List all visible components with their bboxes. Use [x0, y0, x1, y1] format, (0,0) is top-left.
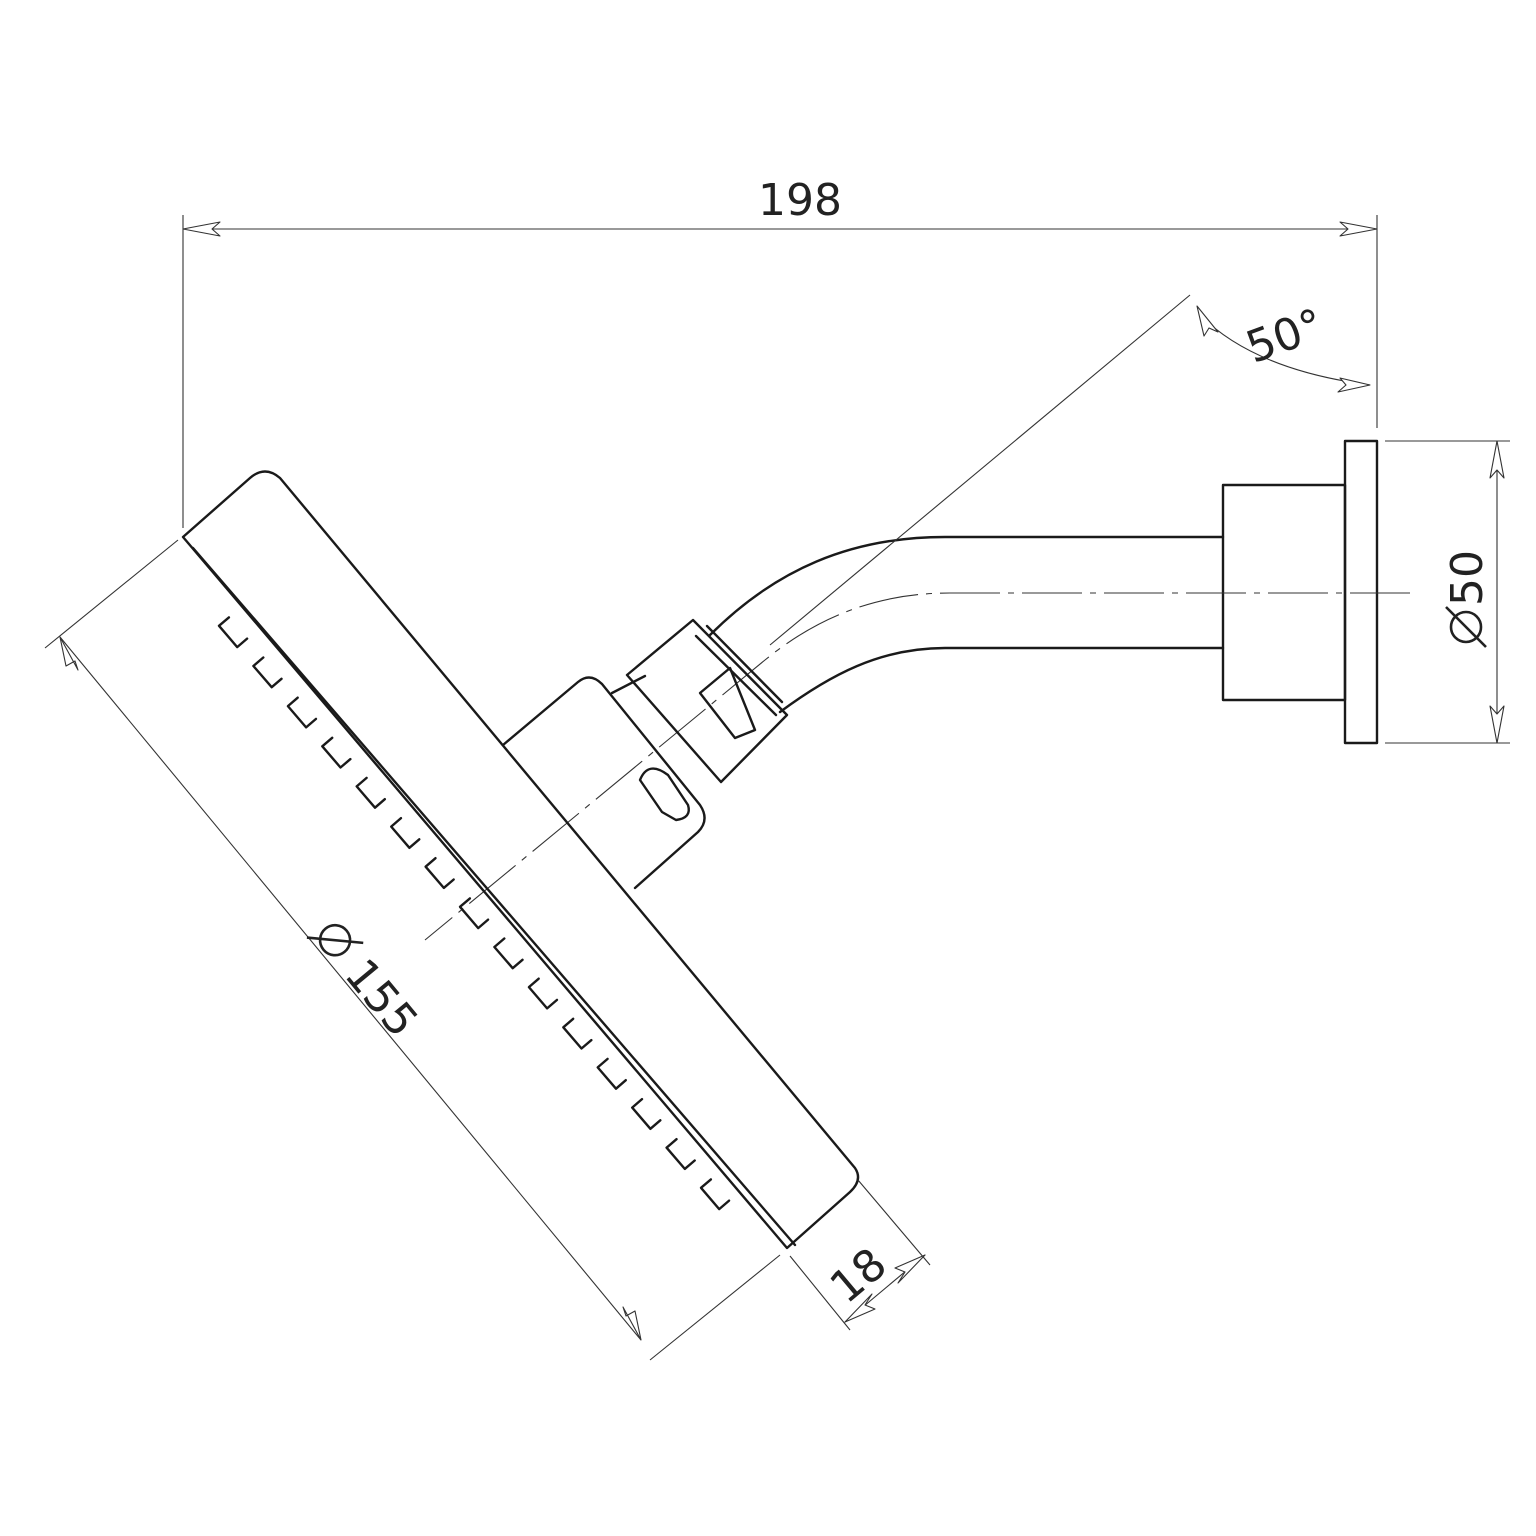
nozzle: [631, 1097, 662, 1130]
dimension-label-flange: 50: [1442, 550, 1493, 606]
dimension-flange-diameter: 50: [1385, 440, 1510, 744]
nozzle: [562, 1017, 593, 1050]
dimension-overall-length: 198: [182, 175, 1378, 528]
swivel-nut: [625, 618, 789, 784]
dimension-label-angle: 50°: [1240, 299, 1331, 374]
ball-joint-housing: [501, 674, 706, 890]
arrowhead: [59, 636, 79, 671]
shower-head-body: [181, 470, 860, 1250]
arrowhead: [844, 1293, 876, 1323]
nozzle: [527, 977, 559, 1010]
nozzle: [699, 1178, 731, 1211]
nozzle: [458, 897, 490, 930]
nozzle: [493, 937, 524, 970]
arrowhead: [1489, 705, 1505, 744]
nozzle: [596, 1057, 627, 1090]
arrowhead: [182, 221, 221, 237]
arrowhead: [1337, 377, 1371, 393]
nozzle: [390, 816, 421, 849]
nozzle: [217, 616, 249, 649]
dimension-head-diameter: 155: [44, 539, 781, 1361]
nozzle: [252, 656, 283, 689]
shower-arm: [708, 535, 1225, 714]
nozzle: [355, 776, 386, 809]
nozzle: [321, 736, 352, 769]
nozzle-row: [217, 616, 731, 1211]
nozzle: [286, 696, 318, 729]
wall-flange: [1343, 439, 1379, 745]
diameter-icon: [306, 923, 364, 957]
nozzle: [424, 857, 455, 890]
dimension-head-thickness: 18: [789, 1179, 931, 1331]
arrowhead: [894, 1254, 926, 1284]
dimension-label-overall: 198: [758, 175, 842, 226]
diameter-icon: [1445, 606, 1487, 648]
arrowhead: [1196, 305, 1219, 337]
arrowhead: [1489, 440, 1505, 479]
arrowhead: [622, 1306, 642, 1341]
arrowhead: [1339, 221, 1378, 237]
arm-center-line: [424, 592, 1410, 941]
nozzle: [665, 1138, 696, 1171]
dimension-label-head: 155: [335, 950, 428, 1047]
dimension-label-thickness: 18: [821, 1238, 897, 1313]
